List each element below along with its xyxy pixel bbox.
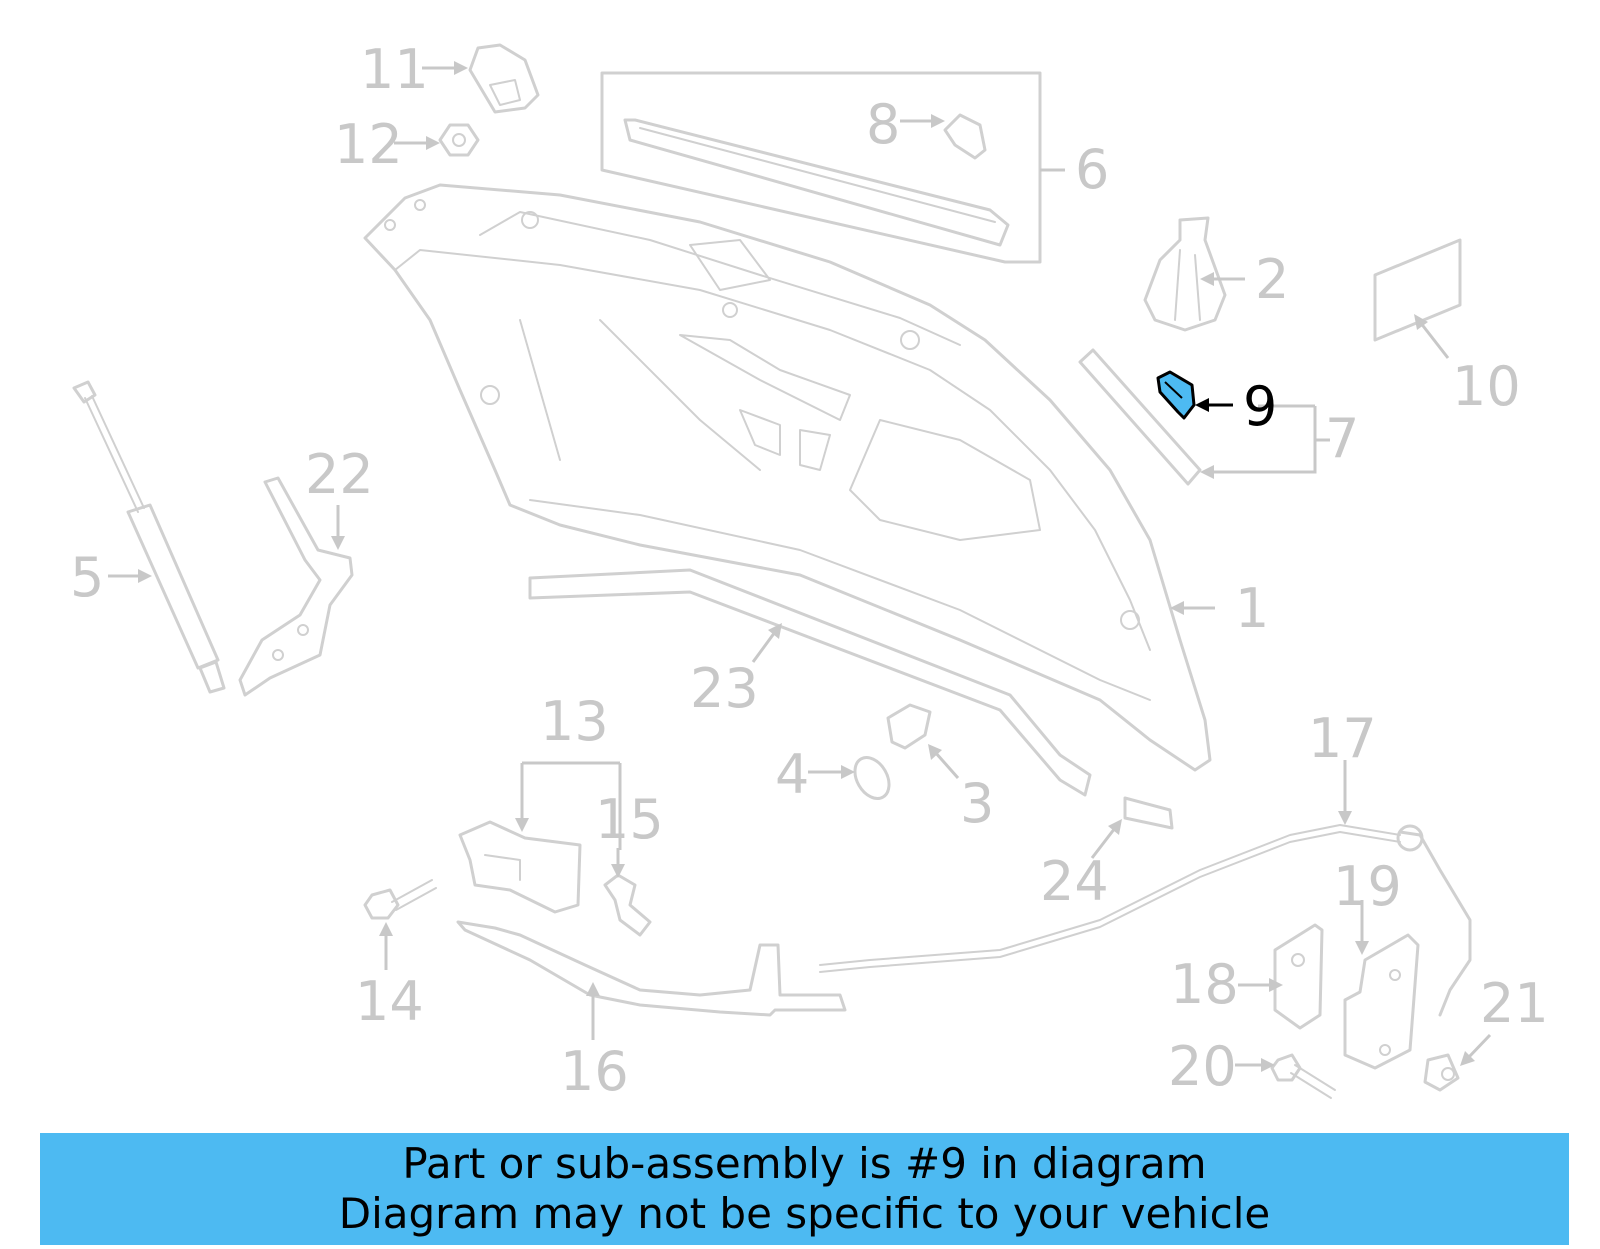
callout-13: 13 <box>540 690 609 753</box>
callout-24: 24 <box>1040 850 1109 913</box>
part-13-latch <box>458 761 622 914</box>
part-14-bolt <box>363 879 437 970</box>
part-12-nut <box>394 123 480 157</box>
callout-21: 21 <box>1480 972 1549 1035</box>
callout-15: 15 <box>595 788 664 851</box>
part-6-seal-frame <box>600 71 1065 264</box>
callout-9: 9 <box>1243 375 1277 438</box>
callout-4: 4 <box>775 743 809 806</box>
callout-10: 10 <box>1452 355 1521 418</box>
callout-20: 20 <box>1168 1035 1237 1098</box>
part-16-release-lever <box>456 920 847 1040</box>
callout-7: 7 <box>1325 407 1359 470</box>
part-7-seal <box>1078 348 1330 486</box>
part-4-grommet <box>808 756 891 800</box>
part-2-bumper <box>1143 216 1245 332</box>
part-15-clip <box>603 848 652 937</box>
banner-line-disclaimer: Diagram may not be specific to your vehi… <box>338 1189 1271 1238</box>
part-24-pad <box>1090 796 1174 859</box>
callout-17: 17 <box>1308 707 1377 770</box>
part-21-clip <box>1423 1033 1492 1092</box>
callout-2: 2 <box>1255 248 1289 311</box>
part-9-clip-highlighted <box>1156 370 1233 420</box>
part-22-hinge <box>238 476 354 697</box>
part-5-gas-strut <box>72 380 226 694</box>
callout-22: 22 <box>305 443 374 506</box>
callout-3: 3 <box>960 772 994 835</box>
part-1-hood <box>363 183 1212 772</box>
part-10-label <box>1373 238 1462 359</box>
callout-11: 11 <box>360 38 429 101</box>
callout-23: 23 <box>690 657 759 720</box>
callout-5: 5 <box>70 546 104 609</box>
callout-6: 6 <box>1075 138 1109 201</box>
banner-line-part-number: Part or sub-assembly is #9 in diagram <box>402 1139 1207 1188</box>
callout-19: 19 <box>1333 855 1402 918</box>
part-3-plug <box>886 703 960 779</box>
callout-8: 8 <box>866 93 900 156</box>
part-19-latch-bracket <box>1343 900 1420 1070</box>
part-11-bracket <box>422 43 540 114</box>
callout-14: 14 <box>355 970 424 1033</box>
callout-12: 12 <box>334 113 403 176</box>
callout-18: 18 <box>1170 953 1239 1016</box>
info-banner: Part or sub-assembly is #9 in diagram Di… <box>40 1133 1569 1245</box>
arrow-1 <box>1170 601 1184 615</box>
callout-16: 16 <box>560 1040 629 1103</box>
part-20-bolt <box>1235 1053 1336 1099</box>
part-8-clip <box>900 113 987 160</box>
part-17-cable <box>819 760 1472 1017</box>
callout-1: 1 <box>1235 577 1269 640</box>
part-23-weatherstrip <box>528 568 1092 797</box>
part-18-striker <box>1238 923 1324 1030</box>
